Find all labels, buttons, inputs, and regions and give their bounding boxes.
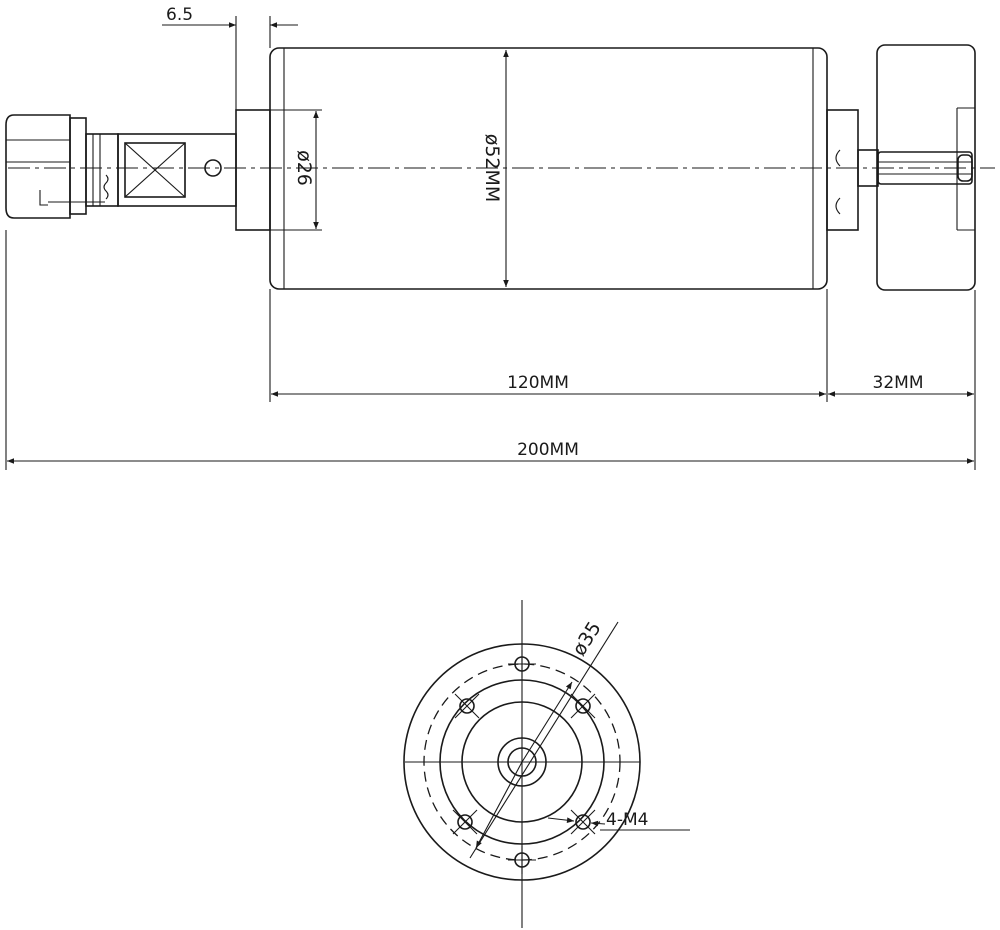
dimension-body-diameter: ø52MM	[481, 50, 509, 287]
dimension-mounting-holes: 4-M4	[547, 810, 690, 831]
dim-bolt-circle-label: ø35	[568, 618, 606, 660]
dim-body-length-label: 120MM	[507, 373, 569, 393]
dim-overall-length-label: 200MM	[517, 440, 579, 460]
dimension-flange-thickness: 6.5	[162, 5, 298, 110]
dim-body-diameter-label: ø52MM	[481, 134, 503, 203]
rear-flange	[235, 109, 271, 231]
dimension-bolt-circle: ø35	[469, 618, 619, 859]
mounting-hole	[452, 809, 478, 835]
dim-shaft-length-label: 32MM	[873, 373, 924, 393]
front-view: ø35 4-M4	[403, 600, 690, 928]
mounting-hole	[454, 693, 480, 719]
mounting-hole	[570, 693, 596, 719]
mounting-hole	[508, 846, 536, 874]
dimension-overall-length: 200MM	[7, 440, 974, 464]
mounting-hole	[508, 650, 536, 678]
mounting-holes	[452, 650, 596, 874]
mounting-hole	[570, 809, 596, 835]
dim-mounting-holes-label: 4-M4	[606, 810, 648, 830]
side-view: 6.5 ø26 ø52MM 120MM	[5, 5, 995, 470]
dimension-shaft-length: 32MM	[828, 373, 974, 397]
front-bearing-cap	[826, 109, 879, 231]
dimension-body-length: 120MM	[271, 373, 826, 397]
dim-flange-thickness-label: 6.5	[166, 5, 193, 25]
dimension-flange-diameter: ø26	[270, 109, 322, 231]
rear-connector	[5, 114, 237, 219]
dim-flange-diameter-label: ø26	[293, 150, 315, 186]
